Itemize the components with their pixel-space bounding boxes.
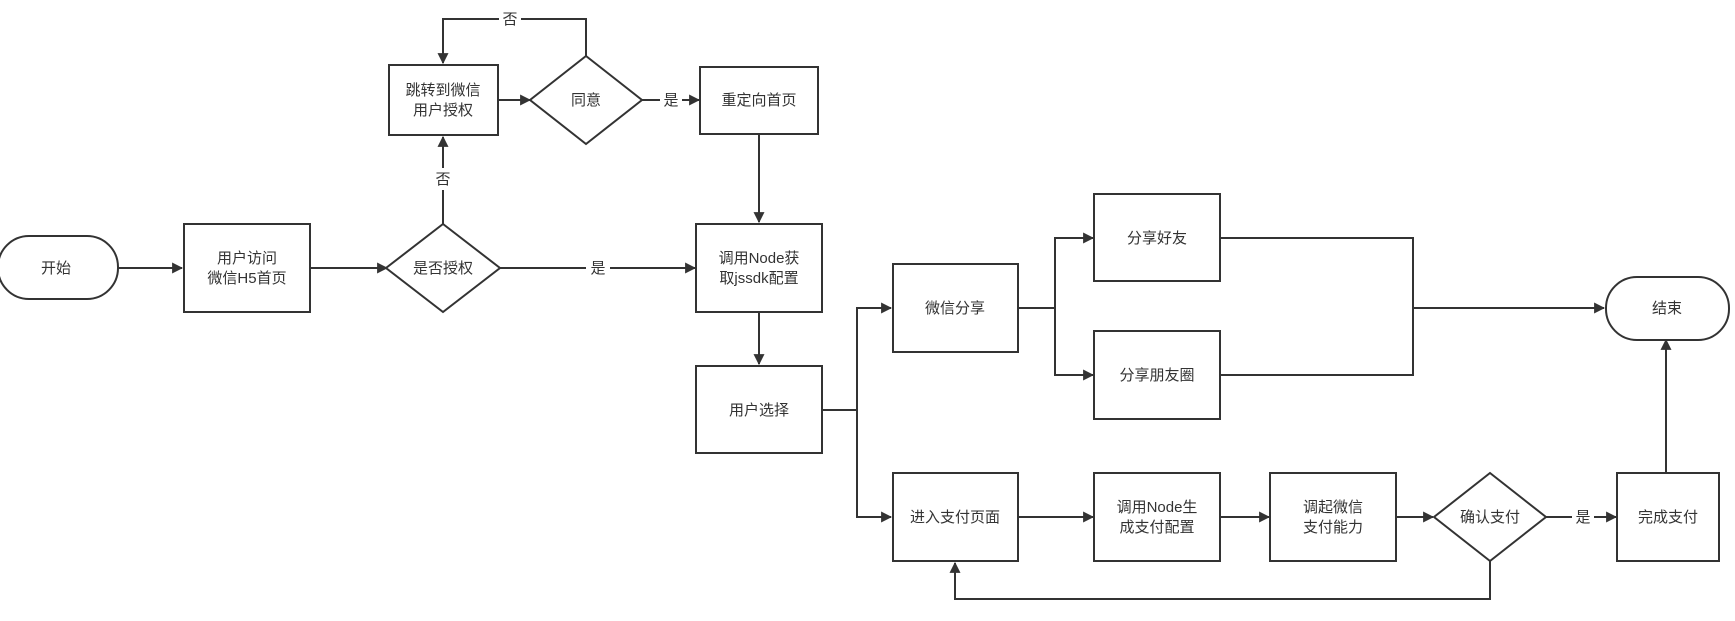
node-friend-shape: [1093, 193, 1221, 282]
node-start: 开始: [0, 235, 119, 300]
edge-label-agree-yes: 是: [660, 89, 682, 111]
node-friend: 分享好友: [1093, 193, 1221, 282]
node-share: 微信分享: [892, 263, 1019, 353]
node-jssdk-label-1: 调用Node获: [719, 250, 800, 267]
edges: [118, 18, 1672, 600]
node-wxpay-label-1: 调起微信: [1303, 499, 1363, 516]
edge-friend-merge: [1220, 237, 1414, 376]
node-jssdk: 调用Node获 取jssdk配置: [695, 223, 823, 313]
node-confirm: 确认支付: [1432, 471, 1548, 563]
node-moments-shape: [1093, 330, 1221, 420]
node-confirm-shape: [1432, 471, 1548, 563]
nodes: 开始 用户访问 微信H5首页 是否授权 跳转到微信 用户授权 同意 重定向首页 …: [0, 54, 1730, 563]
edge-split-moments: [1054, 308, 1095, 381]
node-authq-shape: [384, 222, 502, 314]
edge-label-agree-yes-text: 是: [663, 92, 678, 109]
node-redirect-shape: [699, 66, 819, 135]
edge-split-share: [856, 302, 893, 410]
node-jssdk-shape: [695, 223, 823, 313]
node-share-label: 微信分享: [925, 300, 985, 317]
node-payconf: 调用Node生 成支付配置: [1093, 472, 1221, 562]
edge-confirm-paypage: [949, 561, 1491, 600]
node-choose-label: 用户选择: [729, 402, 789, 419]
node-choose: 用户选择: [695, 365, 823, 454]
node-payconf-label-1: 调用Node生: [1117, 499, 1198, 516]
edge-label-agree-no-text: 否: [502, 11, 517, 28]
node-jssdk-label-2: 取jssdk配置: [719, 270, 798, 287]
node-jump-label-2: 用户授权: [413, 102, 473, 119]
edge-label-auth-no: 否: [432, 168, 454, 190]
edge-label-confirm-yes: 是: [1572, 506, 1594, 528]
node-moments: 分享朋友圈: [1093, 330, 1221, 420]
node-paypage: 进入支付页面: [892, 472, 1019, 562]
node-end: 结束: [1605, 276, 1730, 341]
edge-label-confirm-yes-text: 是: [1575, 509, 1590, 526]
edge-label-auth-no-text: 否: [435, 171, 450, 188]
node-wxpay-shape: [1269, 472, 1397, 562]
node-agree-label: 同意: [571, 91, 601, 109]
node-share-shape: [892, 263, 1019, 353]
edge-split-friend: [1054, 232, 1095, 308]
node-start-shape: [0, 235, 119, 300]
node-confirm-label: 确认支付: [1460, 509, 1520, 526]
node-jump-shape: [388, 64, 499, 136]
node-done-shape: [1616, 472, 1720, 562]
edge-labels: 是 否 否 是 是: [432, 9, 1594, 528]
node-wxpay-label-2: 支付能力: [1303, 519, 1363, 536]
node-moments-label: 分享朋友圈: [1119, 367, 1194, 384]
node-visit-shape: [183, 223, 311, 313]
node-end-shape: [1605, 276, 1730, 341]
node-paypage-label: 进入支付页面: [910, 509, 1000, 526]
node-visit-label-1: 用户访问: [217, 250, 277, 267]
node-jump: 跳转到微信 用户授权: [388, 64, 499, 136]
node-visit-label-2: 微信H5首页: [207, 270, 286, 287]
node-authq-label: 是否授权: [413, 260, 473, 277]
node-start-label: 开始: [41, 260, 71, 277]
node-done: 完成支付: [1616, 472, 1720, 562]
node-friend-label: 分享好友: [1127, 230, 1187, 247]
node-payconf-shape: [1093, 472, 1221, 562]
node-choose-shape: [695, 365, 823, 454]
node-authq: 是否授权: [384, 222, 502, 314]
node-agree: 同意: [528, 54, 644, 146]
node-agree-shape: [528, 54, 644, 146]
edge-label-auth-yes: 是: [586, 257, 610, 279]
node-done-label: 完成支付: [1638, 509, 1698, 526]
node-jump-label-1: 跳转到微信: [405, 82, 480, 99]
node-wxpay: 调起微信 支付能力: [1269, 472, 1397, 562]
node-redirect: 重定向首页: [699, 66, 819, 135]
node-redirect-label: 重定向首页: [721, 92, 796, 109]
node-paypage-shape: [892, 472, 1019, 562]
edge-label-auth-yes-text: 是: [590, 260, 605, 277]
edge-split-paypage: [856, 410, 893, 523]
node-end-label: 结束: [1652, 300, 1682, 317]
node-visit: 用户访问 微信H5首页: [183, 223, 311, 313]
node-payconf-label-2: 成支付配置: [1119, 519, 1194, 536]
edge-label-agree-no: 否: [499, 9, 521, 29]
